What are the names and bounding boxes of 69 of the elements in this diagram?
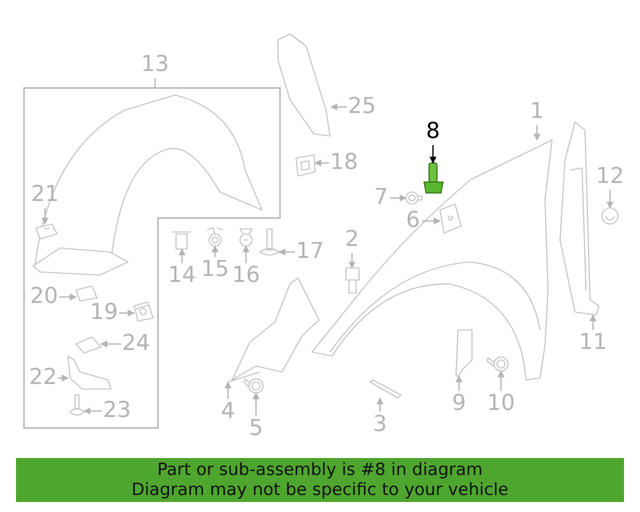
callout-number: 17 xyxy=(296,240,324,264)
callout-number: 5 xyxy=(248,417,264,441)
panel-drawing xyxy=(278,34,331,137)
clip-drawing xyxy=(244,378,263,393)
leader-line xyxy=(422,218,441,224)
clip-drawing xyxy=(296,155,315,176)
leader-line xyxy=(590,314,596,330)
callout-number: 12 xyxy=(596,165,624,189)
leader-line xyxy=(59,294,77,300)
info-banner xyxy=(16,458,624,502)
nut-drawing xyxy=(36,224,57,239)
callout-number: 18 xyxy=(330,151,358,175)
leader-line xyxy=(242,245,250,263)
leader-line xyxy=(224,381,232,399)
callout-number: 2 xyxy=(344,228,360,252)
leader-line xyxy=(390,194,407,202)
leader-line xyxy=(376,397,384,412)
leader-line xyxy=(348,253,356,269)
leader-line xyxy=(498,370,504,391)
leader-line xyxy=(430,145,436,164)
callout-number: 10 xyxy=(487,392,515,416)
leader-line xyxy=(278,248,295,256)
leader-line xyxy=(314,160,329,166)
callout-number: 8 xyxy=(424,120,442,144)
callout-number: 15 xyxy=(201,258,229,282)
callout-number: 14 xyxy=(168,264,196,288)
clip-drawing xyxy=(207,228,223,246)
leader-line xyxy=(330,104,347,110)
callout-number: 21 xyxy=(31,183,59,207)
leader-line xyxy=(119,310,135,316)
banner-text: Diagram may not be specific to your vehicle xyxy=(131,480,508,500)
leader-line xyxy=(154,78,156,88)
leader-line xyxy=(252,392,260,416)
leader-line xyxy=(58,374,69,382)
callout-number: 20 xyxy=(30,285,58,309)
callout-number: 25 xyxy=(348,95,376,119)
screw-drawing xyxy=(70,395,84,418)
callout-number: 3 xyxy=(372,413,388,437)
clip-drawing xyxy=(172,230,191,249)
banner-text: Part or sub-assembly is #8 in diagram xyxy=(157,460,483,480)
leader-line xyxy=(83,408,102,414)
callout-number: 24 xyxy=(122,332,150,356)
callout-number: 6 xyxy=(405,209,421,233)
trim-strip-drawing xyxy=(560,122,599,315)
nut-drawing xyxy=(134,302,153,321)
callout-number: 11 xyxy=(579,331,607,355)
leader-line xyxy=(212,245,218,257)
callout-number: 1 xyxy=(529,100,545,124)
clip-drawing xyxy=(488,357,508,371)
clip-drawing xyxy=(76,337,101,353)
leader-line xyxy=(178,248,186,263)
callout-number: 23 xyxy=(103,399,131,423)
clip-drawing xyxy=(76,286,97,301)
callout-number: 9 xyxy=(451,392,467,416)
leader-line xyxy=(100,340,121,348)
callout-number: 7 xyxy=(373,186,389,210)
clip-drawing xyxy=(238,228,254,246)
callout-number: 13 xyxy=(140,53,170,77)
screw-drawing xyxy=(260,229,279,258)
callout-number: 19 xyxy=(90,301,118,325)
grommet-drawing xyxy=(602,208,618,224)
callout-number: 16 xyxy=(232,264,260,288)
leader-line xyxy=(42,208,48,225)
leader-line xyxy=(534,125,540,141)
callout-number: 22 xyxy=(29,366,57,390)
callout-number: 4 xyxy=(220,400,236,424)
leader-line xyxy=(456,375,462,391)
leader-line xyxy=(606,190,614,209)
bracket-drawing xyxy=(68,356,111,389)
